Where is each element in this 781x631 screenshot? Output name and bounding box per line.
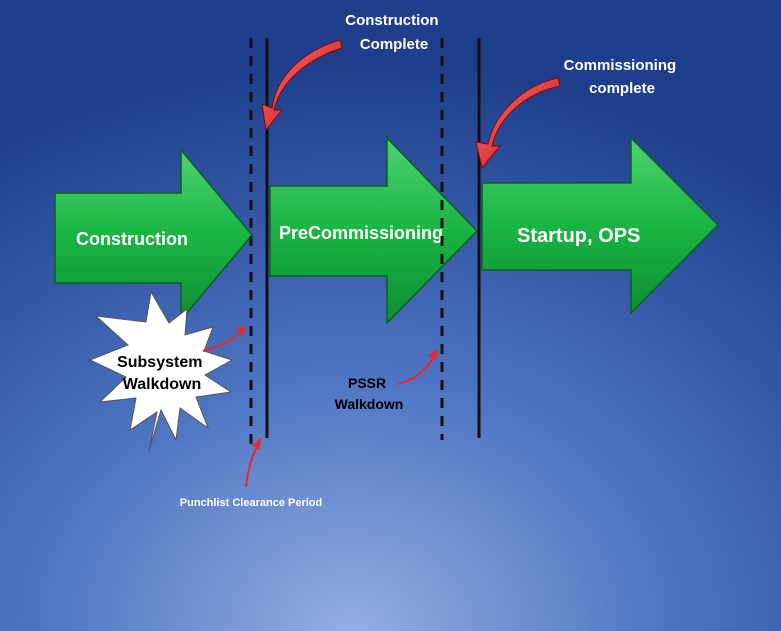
commissioning-complete-arrow-icon — [475, 77, 561, 170]
phase-arrow-startup: Startup, OPS — [481, 136, 720, 315]
construction-complete-arrow-icon — [261, 39, 343, 132]
pssr-walkdown-label: PSSR Walkdown — [335, 375, 404, 412]
commissioning-complete-line-2: complete — [589, 80, 655, 97]
pssr-walkdown-line-1: PSSR — [348, 375, 386, 391]
phase-label-startup: Startup, OPS — [517, 225, 640, 247]
subsystem-walkdown-line-2: Walkdown — [123, 376, 202, 393]
phase-label-construction: Construction — [76, 229, 188, 249]
punchlist-clearance-label: Punchlist Clearance Period — [180, 497, 322, 509]
subsystem-walkdown-line-1: Subsystem — [117, 354, 202, 371]
svg-text:Subsystem Walkdown: Subsystem Walkdown — [117, 354, 207, 393]
phase-arrow-construction: Construction — [54, 147, 253, 323]
phase-arrow-precommissioning: PreCommissioning — [269, 136, 479, 325]
construction-complete-line-2: Complete — [360, 36, 428, 53]
construction-complete-label: Construction Complete — [345, 12, 443, 53]
construction-complete-line-1: Construction — [345, 12, 438, 29]
pssr-walkdown-line-2: Walkdown — [335, 396, 404, 412]
subsystem-walkdown-starburst: Subsystem Walkdown — [88, 290, 234, 452]
pssr-pointer-arrow-icon — [397, 349, 438, 385]
commissioning-complete-line-1: Commissioning — [564, 57, 677, 74]
subsystem-pointer-arrow-icon — [202, 325, 246, 352]
phase-label-precommissioning: PreCommissioning — [279, 223, 443, 243]
punchlist-pointer-arrow-icon — [245, 438, 261, 488]
commissioning-complete-label: Commissioning complete — [564, 57, 681, 97]
